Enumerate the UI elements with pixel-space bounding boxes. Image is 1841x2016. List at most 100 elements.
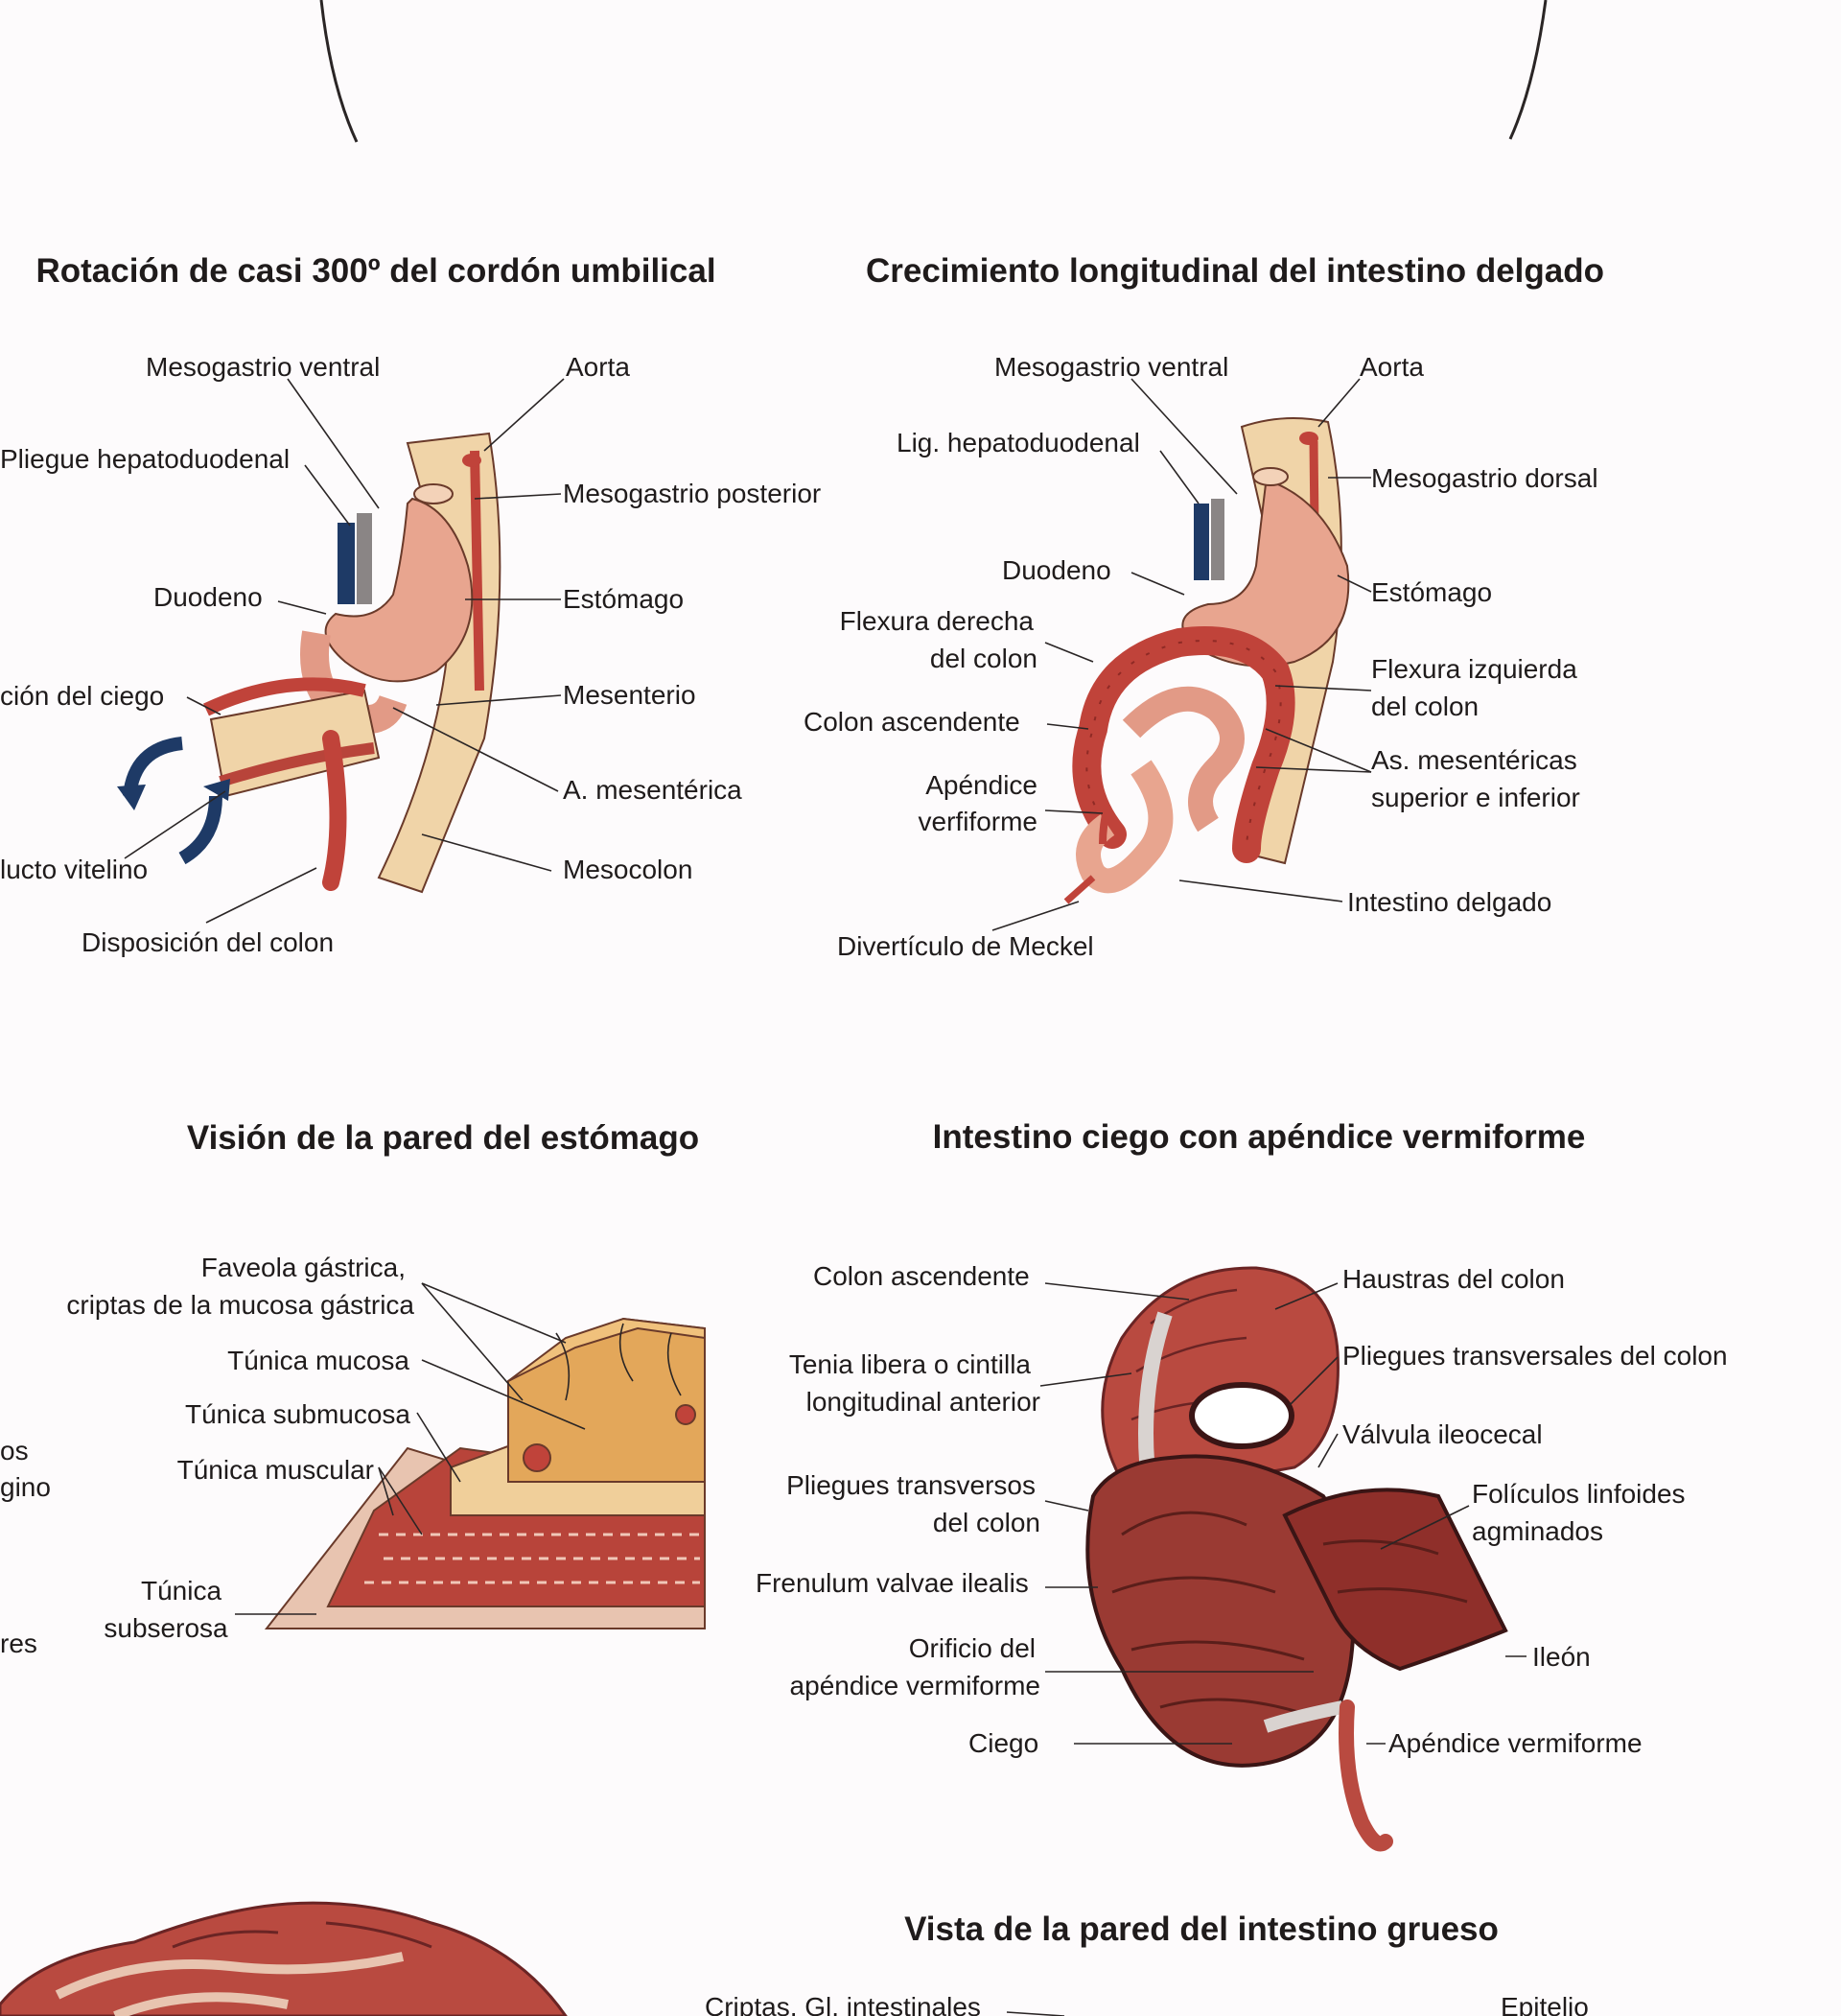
colon-frame [1072, 626, 1295, 863]
panel-crecimiento: Crecimiento longitudinal del intestino d… [804, 252, 1604, 961]
rotation-labels: Mesogastrio ventral Aorta Pliegue hepato… [0, 352, 821, 957]
growth-illustration [1063, 417, 1350, 904]
label-mesenterio: Mesenterio [563, 680, 696, 710]
body-outline-right [1508, 0, 1548, 140]
growth-labels: Mesogastrio ventral Aorta Lig. hepatoduo… [804, 352, 1598, 961]
label-tenia-1: Tenia libera o cintilla [789, 1349, 1032, 1379]
gastric-pits [555, 1323, 682, 1401]
body-outline-left [319, 0, 359, 143]
label-tunica-subserosa-1: Túnica [141, 1576, 221, 1606]
cecum-leader-lines [1039, 1282, 1526, 1745]
gut-loop-upper [203, 677, 366, 716]
bile-duct [1211, 499, 1224, 580]
cecum-folds [1111, 1511, 1315, 1719]
label-estomago: Estómago [563, 584, 684, 614]
label-pliegue-hepatoduodenal: Pliegue hepatoduodenal [0, 444, 290, 474]
label-mesogastrio-posterior: Mesogastrio posterior [563, 479, 821, 508]
label-lig-hepatoduodenal: Lig. hepatoduodenal [897, 428, 1140, 457]
intestines-illustration-partial [0, 1901, 568, 2016]
label-mesogastrio-ventral: Mesogastrio ventral [994, 352, 1228, 382]
label-diverticulo-meckel: Divertículo de Meckel [837, 931, 1094, 961]
small-intestine-coil [1122, 686, 1245, 832]
colon-mass [0, 1901, 568, 2016]
label-colon-ascendente: Colon ascendente [813, 1261, 1030, 1291]
esophagus-section [413, 483, 454, 504]
label-tunica-subserosa-2: subserosa [104, 1613, 228, 1643]
cecum-body [1085, 1454, 1356, 1768]
label-orificio-2: apéndice vermiforme [790, 1671, 1040, 1700]
label-tunica-muscular: Túnica muscular [177, 1455, 374, 1485]
growth-leader-lines [991, 378, 1372, 931]
label-a-mesenterica: A. mesentérica [563, 775, 742, 805]
small-intestine-lower [1076, 760, 1174, 894]
ileum [1282, 1488, 1508, 1672]
esophagus-section [1252, 467, 1289, 486]
label-pliegues-transversos-2: del colon [933, 1508, 1040, 1537]
label-edge-3: res [0, 1629, 37, 1658]
meckel-diverticulum [1063, 875, 1096, 904]
label-duodeno: Duodeno [1002, 555, 1111, 585]
portal-vein [1194, 504, 1209, 580]
panel-rotacion: Rotación de casi 300º del cordón umbilic… [0, 252, 821, 957]
bile-duct [357, 513, 372, 604]
label-apendice-vermiforme: Apéndice vermiforme [1388, 1728, 1643, 1758]
panel-pared-estomago: Visión de la pared del estómago [0, 1119, 706, 1658]
label-faveola-2: criptas de la mucosa gástrica [66, 1290, 414, 1320]
label-flexura-derecha-1: Flexura derecha [840, 606, 1035, 636]
rotation-illustration [117, 432, 501, 894]
appendix-shape [1099, 805, 1111, 845]
mesenteric-fat [55, 1952, 405, 2016]
label-disposicion-colon: Disposición del colon [82, 927, 334, 957]
label-ciego: Ciego [968, 1728, 1038, 1758]
aorta-vessel [470, 450, 484, 692]
label-posicion-ciego: ción del ciego [0, 681, 164, 711]
panel-title: Intestino ciego con apéndice vermiforme [933, 1118, 1586, 1156]
rotation-arrow-2-head [203, 779, 230, 801]
colon-folds [172, 1921, 432, 1949]
appendix [1339, 1700, 1393, 1852]
colon-limb [322, 730, 347, 891]
aorta-section [1299, 432, 1318, 445]
label-aorta: Aorta [566, 352, 630, 382]
label-as-mesentericas-2: superior e inferior [1371, 783, 1580, 812]
panel-title: Vista de la pared del intestino grueso [904, 1911, 1499, 1948]
stomach-wall-block [264, 1317, 706, 1629]
label-epitelio: Epitelio [1501, 1992, 1589, 2016]
label-tunica-mucosa: Túnica mucosa [227, 1346, 409, 1375]
mucosa-surface [507, 1317, 706, 1382]
gastric-gland-2 [675, 1404, 696, 1425]
stomach-shape [324, 497, 474, 683]
panel-title: Rotación de casi 300º del cordón umbilic… [35, 252, 715, 290]
label-haustras: Haustras del colon [1342, 1264, 1565, 1294]
cecum-labels: Colon ascendente Haustras del colon Teni… [756, 1261, 1728, 1758]
label-apendice-2: verfiforme [919, 807, 1037, 836]
mesogastrio-band [377, 432, 501, 894]
label-as-mesentericas-1: As. mesentéricas [1371, 745, 1577, 775]
label-valvula-ileocecal: Válvula ileocecal [1342, 1419, 1543, 1449]
label-flexura-izquierda-2: del colon [1371, 692, 1479, 721]
label-apendice-1: Apéndice [925, 770, 1037, 800]
label-frenulum: Frenulum valvae ilealis [756, 1568, 1029, 1598]
stomach-wall-labels: Faveola gástrica, criptas de la mucosa g… [0, 1253, 414, 1658]
panel-title: Visión de la pared del estómago [187, 1119, 699, 1157]
label-flexura-derecha-2: del colon [930, 644, 1037, 673]
gut-loop-lower [219, 742, 375, 787]
stomach-wall-leader-lines [235, 1282, 586, 1615]
label-edge-1: os [0, 1436, 29, 1465]
label-edge-2: gino [0, 1472, 51, 1502]
label-intestino-delgado: Intestino delgado [1347, 887, 1551, 917]
panel-title: Crecimiento longitudinal del intestino d… [866, 252, 1604, 290]
muscular-fibers [364, 1533, 700, 1584]
label-criptas: Criptas, Gl. intestinales [705, 1992, 981, 2016]
label-pliegues-transversos-1: Pliegues transversos [786, 1470, 1036, 1500]
label-mesocolon: Mesocolon [563, 855, 692, 884]
label-tenia-2: longitudinal anterior [806, 1387, 1040, 1417]
portal-vein [338, 523, 355, 604]
label-mesogastrio-ventral: Mesogastrio ventral [146, 352, 380, 382]
rotation-arrow-2 [178, 795, 222, 865]
gastric-gland-1 [523, 1443, 551, 1472]
rotation-leader-lines [124, 378, 565, 924]
label-faveola-1: Faveola gástrica, [201, 1253, 406, 1282]
rotation-arrow-1-head [117, 785, 146, 810]
